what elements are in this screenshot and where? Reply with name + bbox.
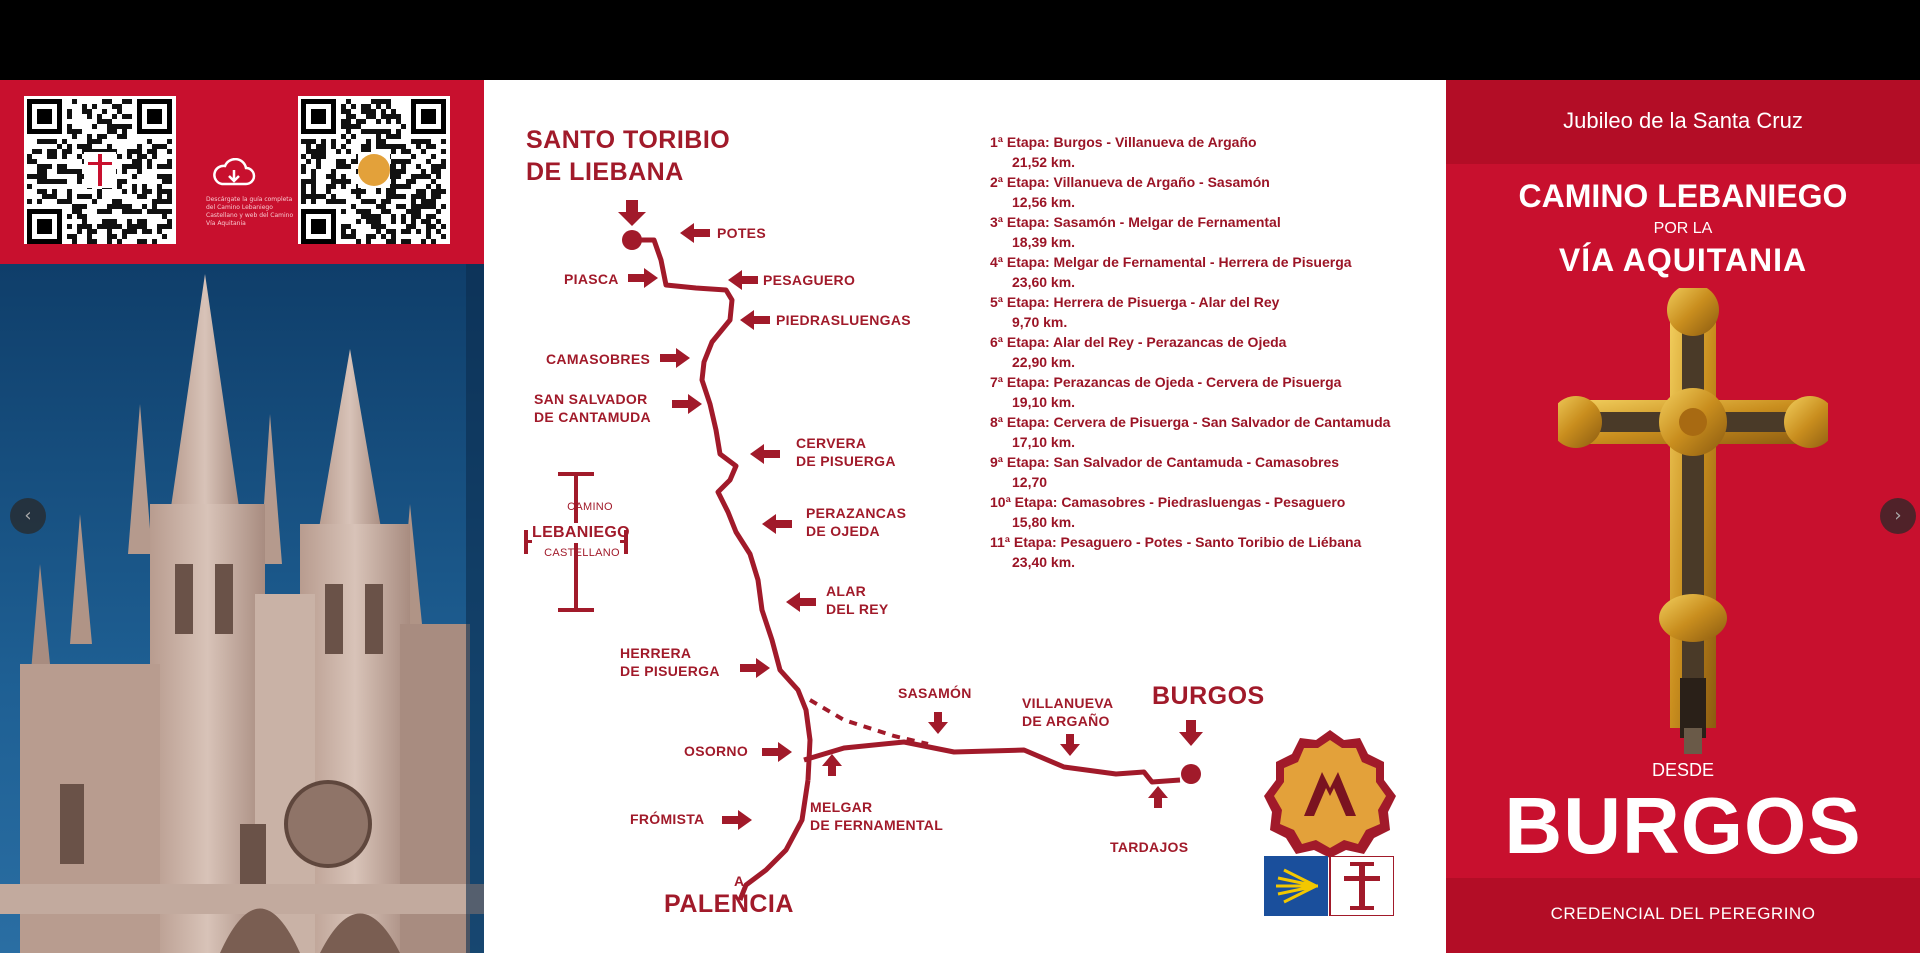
- prev-slide-button[interactable]: ‹: [10, 498, 46, 534]
- stage-title: 9ª Etapa: San Salvador de Cantamuda - Ca…: [990, 454, 1340, 470]
- label-herrera: HERRERA DE PISUERGA: [620, 645, 720, 679]
- qr-header: Descárgate la guía completa del Camino L…: [0, 80, 484, 264]
- map-title-line1: SANTO TORIBIO: [526, 126, 731, 154]
- stage-distance: 17,10 km.: [1012, 434, 1076, 450]
- stage-title: 3ª Etapa: Sasamón - Melgar de Fernamenta…: [990, 214, 1281, 230]
- stage-distance: 23,60 km.: [1012, 274, 1076, 290]
- map-arrows: [618, 200, 1203, 830]
- logo-text-castellano: CASTELLANO: [544, 547, 620, 559]
- label-sasamon: SASAMÓN: [898, 685, 972, 701]
- label-camasobres: CAMASOBRES: [546, 351, 651, 367]
- burgos-cathedral-image: [0, 264, 484, 953]
- next-slide-button[interactable]: ›: [1880, 498, 1916, 534]
- via-aquitania-shell-logo: [1264, 730, 1396, 858]
- stage-title: 10ª Etapa: Camasobres - Piedrasluengas -…: [990, 494, 1346, 510]
- label-melgar: MELGAR DE FERNAMENTAL: [810, 799, 944, 833]
- download-guide-text: Descárgate la guía completa del Camino L…: [206, 196, 294, 227]
- label-pesaguero: PESAGUERO: [763, 272, 856, 288]
- burgos-title: BURGOS: [1504, 781, 1862, 870]
- stage-distance: 9,70 km.: [1012, 314, 1068, 330]
- stage-title: 5ª Etapa: Herrera de Pisuerga - Alar del…: [990, 294, 1280, 310]
- qr-code-web[interactable]: [298, 96, 450, 244]
- label-palencia: PALENCIA: [664, 890, 794, 918]
- cover-bottom-band: [1446, 878, 1920, 953]
- stage-distance: 23,40 km.: [1012, 554, 1076, 570]
- stage-title: 6ª Etapa: Alar del Rey - Perazancas de O…: [990, 334, 1287, 350]
- label-perazancas: PERAZANCAS DE OJEDA: [806, 505, 907, 539]
- route-line-east: [803, 739, 1181, 785]
- label-potes: POTES: [717, 225, 766, 241]
- stage-distance: 12,56 km.: [1012, 194, 1076, 210]
- lignum-crucis-cross-image: [1558, 288, 1828, 754]
- stage-title: 2ª Etapa: Villanueva de Argaño - Sasamón: [990, 174, 1270, 190]
- credential-cover-panel: Jubileo de la Santa Cruz CAMINO LEBANIEG…: [1446, 80, 1920, 953]
- label-piasca: PIASCA: [564, 271, 619, 287]
- stage-distance: 15,80 km.: [1012, 514, 1076, 530]
- desde-text: DESDE: [1651, 760, 1714, 780]
- label-tardajos: TARDAJOS: [1110, 839, 1189, 855]
- via-aquitania-title: VÍA AQUITANIA: [1558, 242, 1808, 278]
- jubileo-title: Jubileo de la Santa Cruz: [1563, 108, 1803, 133]
- label-cervera: CERVERA DE PISUERGA: [796, 435, 896, 469]
- qr-code-guide[interactable]: [24, 96, 176, 244]
- stages-list: 1ª Etapa: Burgos - Villanueva de Argaño 2…: [990, 132, 1430, 572]
- por-la-text: POR LA: [1653, 220, 1713, 237]
- stage-distance: 18,39 km.: [1012, 234, 1076, 250]
- credencial-text: CREDENCIAL DEL PEREGRINO: [1550, 904, 1816, 923]
- label-fromista: FRÓMISTA: [630, 811, 705, 827]
- label-burgos: BURGOS: [1152, 682, 1265, 710]
- stage-title: 7ª Etapa: Perazancas de Ojeda - Cervera …: [990, 374, 1342, 390]
- route-map-panel: SANTO TORIBIO DE LIEBANA POTES PIASCA PE…: [484, 80, 1446, 953]
- label-alar: ALAR DEL REY: [826, 583, 889, 617]
- stage-title: 11ª Etapa: Pesaguero - Potes - Santo Tor…: [990, 534, 1362, 550]
- qr-code-pattern: [301, 99, 446, 244]
- logo-text-lebaniego: LEBANIEGO: [532, 523, 630, 543]
- marker-burgos: [1181, 764, 1201, 784]
- map-title-line2: DE LIEBANA: [526, 158, 684, 186]
- left-panel: Descárgate la guía completa del Camino L…: [0, 80, 484, 953]
- label-san-salvador: SAN SALVADOR DE CANTAMUDA: [534, 391, 651, 425]
- cloud-download-icon[interactable]: [212, 158, 256, 188]
- stage-distance: 12,70: [1012, 474, 1048, 490]
- stage-distance: 22,90 km.: [1012, 354, 1076, 370]
- label-palencia-a: A: [734, 873, 745, 889]
- stage-title: 1ª Etapa: Burgos - Villanueva de Argaño: [990, 134, 1257, 150]
- logo-text-camino: CAMINO: [567, 501, 613, 513]
- label-osorno: OSORNO: [684, 743, 749, 759]
- stage-distance: 21,52 km.: [1012, 154, 1076, 170]
- stage-title: 4ª Etapa: Melgar de Fernamental - Herrer…: [990, 254, 1352, 270]
- cover-top-band: [1446, 80, 1920, 164]
- route-line-south: [737, 779, 811, 901]
- label-villanueva: VILLANUEVA DE ARGAÑO: [1022, 695, 1114, 729]
- cross-icon: [1359, 862, 1365, 910]
- label-piedrasluengas: PIEDRASLUENGAS: [776, 312, 911, 328]
- route-dashed-link: [808, 698, 929, 746]
- camino-flags-logo: [1264, 856, 1394, 916]
- stage-title: 8ª Etapa: Cervera de Pisuerga - San Salv…: [990, 414, 1391, 430]
- stage-distance: 19,10 km.: [1012, 394, 1076, 410]
- marker-santo-toribio: [622, 230, 642, 250]
- qr-code-pattern: [27, 99, 172, 244]
- route-line-north: [632, 237, 813, 781]
- camino-lebaniego-title: CAMINO LEBANIEGO: [1518, 178, 1848, 214]
